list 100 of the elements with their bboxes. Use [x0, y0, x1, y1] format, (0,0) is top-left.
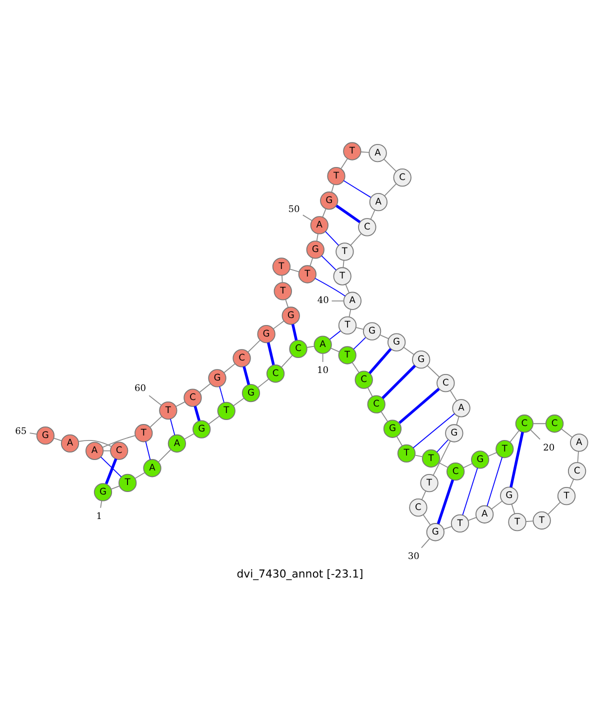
connector [352, 362, 360, 373]
node-circle: T [420, 474, 438, 492]
connector [414, 454, 423, 458]
node-circle: C [367, 395, 386, 414]
connector [488, 452, 497, 457]
node-circle: G [208, 369, 226, 388]
node-circle: G [471, 450, 490, 469]
connector [184, 433, 195, 440]
connector [310, 258, 314, 266]
connector [158, 449, 172, 462]
connector [258, 378, 269, 388]
connector [348, 308, 352, 318]
connector [511, 504, 516, 514]
node-circle: T [508, 513, 526, 532]
node-circle: C [358, 218, 376, 236]
connector [176, 401, 186, 407]
connector [526, 520, 534, 522]
node-circle: A [314, 336, 332, 354]
connector [102, 450, 111, 452]
connector [380, 411, 388, 422]
node-text: 40 [317, 296, 329, 306]
connector [342, 260, 344, 268]
connector [532, 423, 546, 424]
node-circle: T [532, 511, 551, 530]
node-circle: C [110, 442, 128, 460]
connector [145, 441, 151, 460]
node-circle: G [426, 523, 444, 542]
node-circle: T [298, 265, 316, 284]
connector [224, 363, 236, 374]
node-circle: T [557, 486, 576, 506]
connector [355, 327, 364, 330]
node-circle: A [475, 505, 494, 524]
connector [100, 500, 102, 508]
connector [329, 330, 341, 340]
connector [281, 354, 293, 368]
node-circle: A [343, 292, 362, 310]
connector [306, 346, 314, 348]
node-circle: G [445, 424, 464, 442]
node-circle: T [134, 424, 153, 442]
connector [29, 432, 38, 435]
connector [510, 430, 520, 443]
connector [462, 468, 478, 516]
connector [398, 388, 440, 424]
node-circle: T [338, 346, 356, 364]
connector [422, 514, 431, 526]
connector [468, 517, 477, 521]
node-text: 50 [288, 204, 300, 215]
connector [383, 158, 397, 172]
node-circle: C [568, 462, 586, 480]
connector [570, 478, 574, 488]
node-circle: C [545, 414, 564, 433]
node-circle: C [289, 340, 308, 358]
node-text: 60 [134, 384, 146, 394]
node-circle: C [184, 388, 202, 407]
node-circle: G [282, 306, 300, 325]
connector [321, 255, 337, 271]
connector [194, 406, 200, 422]
node-circle: C [266, 364, 285, 383]
connector [456, 416, 460, 426]
connector [510, 432, 524, 488]
connector [314, 278, 346, 297]
connector [272, 320, 284, 330]
connector [53, 438, 62, 442]
connector [282, 275, 283, 283]
node-circle: T [159, 401, 178, 420]
node-circle: T [274, 282, 292, 300]
connector [208, 416, 220, 425]
node-circle: T [217, 402, 236, 420]
node-circle: C [446, 462, 465, 481]
connector [248, 340, 261, 352]
node-circle: G [242, 384, 260, 402]
connector [443, 526, 452, 530]
node-circle: C [515, 414, 534, 433]
connector [290, 268, 300, 272]
node-circle: G [257, 325, 276, 344]
connector [577, 450, 579, 463]
caption: dvi_7430_annot [-23.1] [236, 568, 364, 581]
node-circle: G [36, 426, 55, 445]
connector [421, 538, 430, 548]
connector [285, 299, 289, 308]
connector [438, 462, 448, 468]
node-circle: T [343, 142, 362, 160]
connector [170, 418, 176, 436]
connector [266, 342, 275, 366]
connector [345, 284, 350, 294]
connector [450, 390, 458, 402]
node-circle: G [192, 420, 211, 438]
node-circle: G [362, 322, 382, 340]
connector [110, 486, 120, 490]
connector [331, 184, 334, 193]
node-text: 30 [408, 552, 420, 562]
node-circle: T [450, 514, 470, 533]
connector [463, 463, 473, 468]
connector [384, 184, 397, 196]
node-circle: G [383, 420, 402, 438]
connector [340, 158, 348, 170]
node-circle: G [387, 333, 406, 352]
connector [421, 490, 426, 500]
connector [368, 348, 392, 374]
node-circle: C [409, 498, 428, 517]
